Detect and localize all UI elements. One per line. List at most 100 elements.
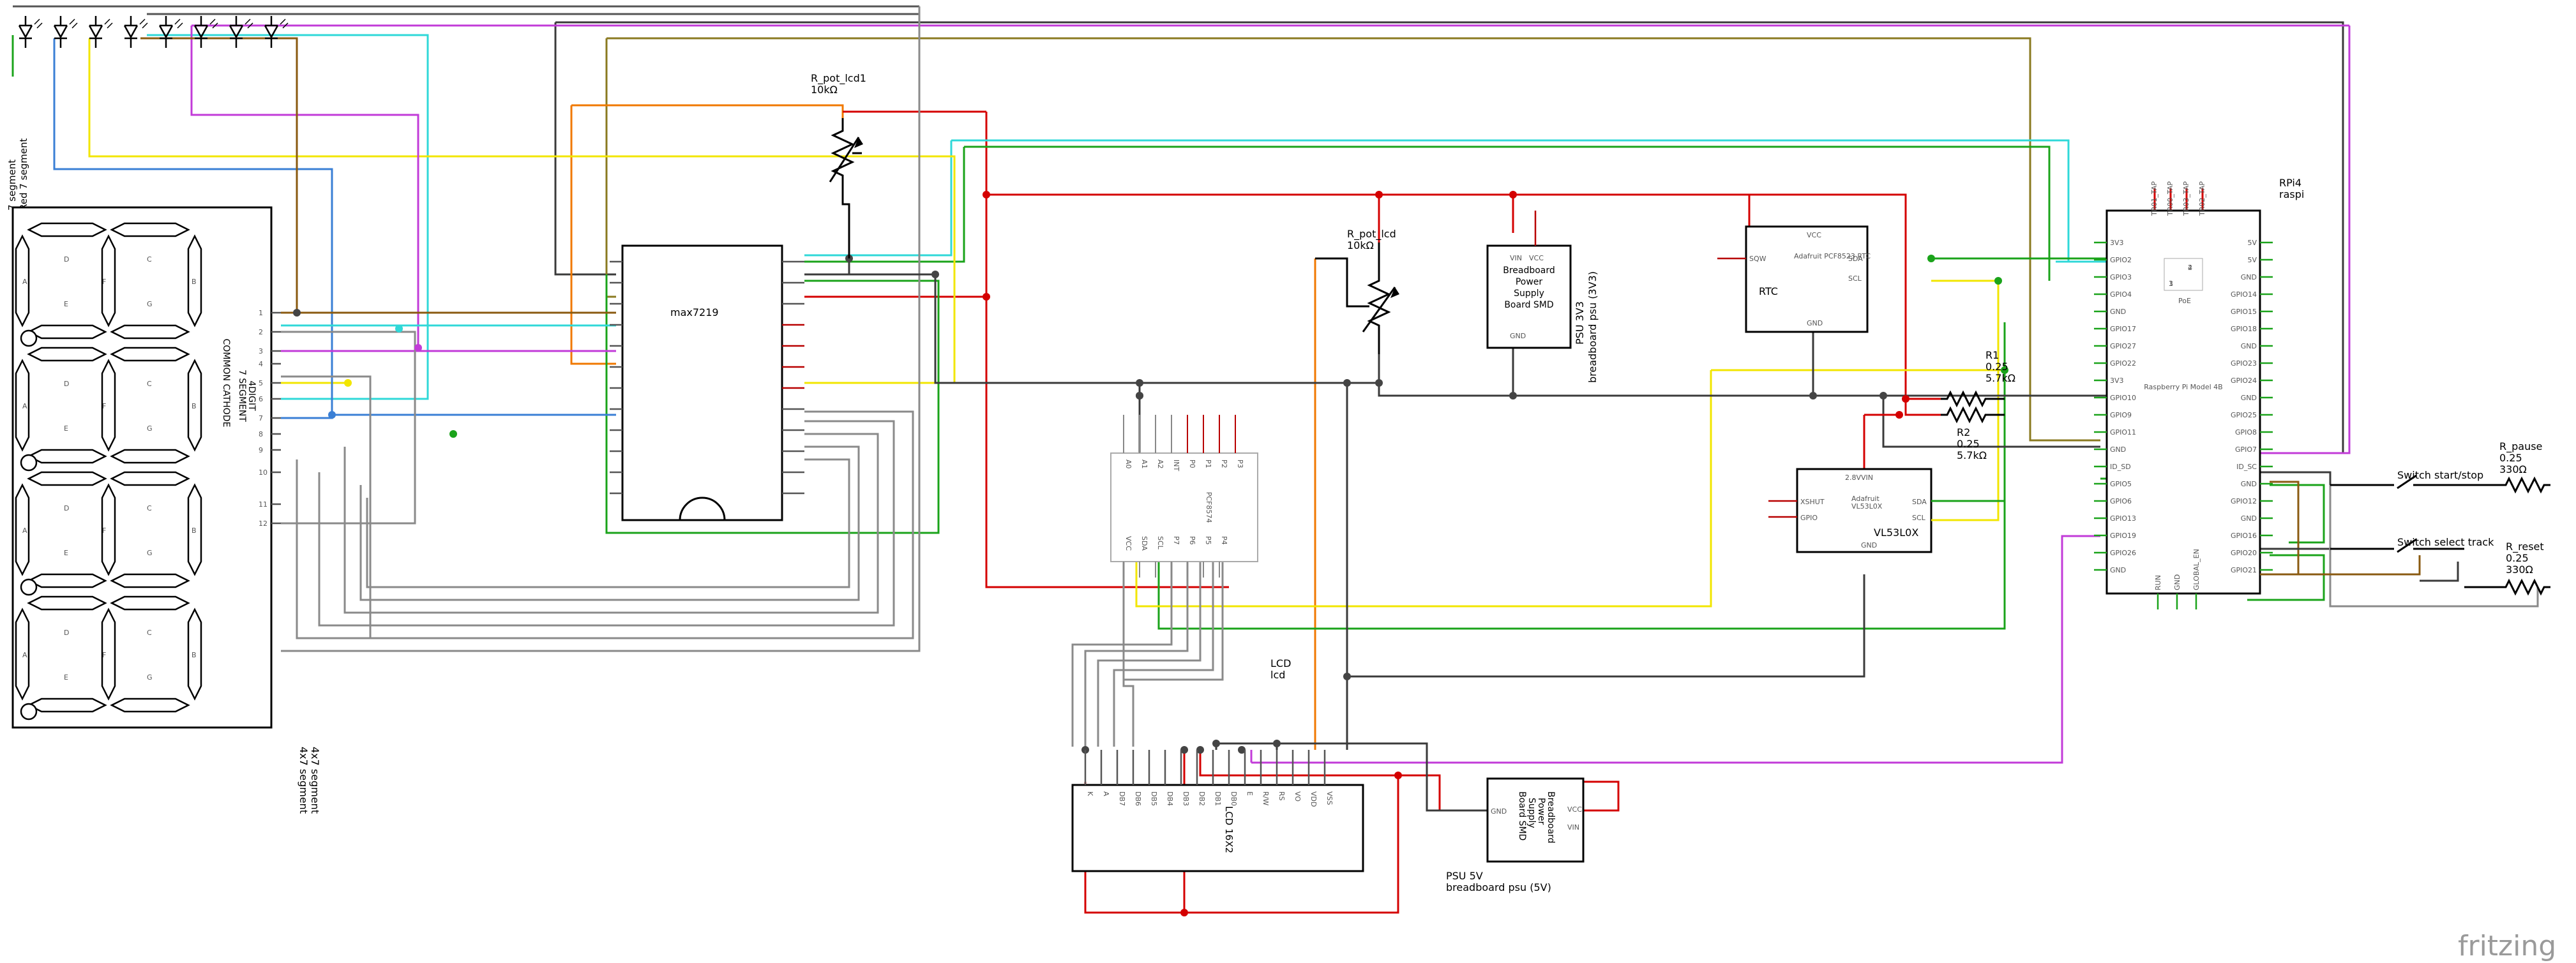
pcf-pin-label: P0 (1188, 459, 1196, 468)
rpi-left-pin-label: GPIO11 (2110, 428, 2136, 437)
segment-letter: A (22, 402, 27, 410)
pot2-value: 10kΩ (1347, 239, 1374, 251)
display-segment (15, 359, 30, 452)
svg-text:2.8V: 2.8V (1845, 474, 1861, 482)
pcf-pin-label: P2 (1220, 459, 1228, 468)
svg-text:VIN: VIN (1567, 823, 1579, 832)
display-segment (27, 347, 107, 362)
segment-letter: E (64, 424, 68, 433)
svg-text:GPIO: GPIO (1800, 514, 1818, 522)
raspberry-pi-4: RPi4 raspi Raspberry Pi Model 4B PoE 3V3… (2094, 177, 2304, 609)
svg-text:Switch start/stop: Switch start/stop (2397, 469, 2483, 481)
lcd-body (1071, 784, 1364, 872)
resistor-pause: R_pause 0.25 330Ω (2464, 440, 2550, 494)
rpi-right-pin-label: ID_SC (2236, 463, 2257, 471)
display-pin-number: 9 (259, 446, 263, 454)
pot-lcd1: R_pot_lcd1 10kΩ (811, 72, 866, 258)
lcd-pin-label: VDD (1309, 791, 1318, 807)
wire-layer (11, 5, 2539, 914)
rpi-left-pin-label: GPIO2 (2110, 256, 2132, 264)
segment-letter: B (192, 278, 197, 286)
pcf-pin-label: A2 (1156, 459, 1164, 469)
svg-text:SDA: SDA (1848, 255, 1863, 263)
rpi-left-pin-label: GPIO9 (2110, 411, 2132, 419)
display-segment (110, 471, 190, 486)
svg-text:R_reset: R_reset (2506, 541, 2544, 553)
led-light-arrow (139, 19, 148, 29)
display-segment (187, 359, 202, 452)
svg-text:VCC: VCC (1567, 805, 1582, 814)
rpi-right-pin-label: 5V (2247, 239, 2257, 247)
seven-segment-value: Red 7 segment (18, 138, 29, 211)
rpi-left-pin-label: GPIO27 (2110, 342, 2136, 350)
rpi-poe-number: 4 (2188, 264, 2192, 272)
lcd-pin-label: R/W (1262, 791, 1270, 805)
rpi-left-pin-label: GPIO17 (2110, 325, 2136, 333)
segment-letter: E (64, 300, 68, 308)
svg-text:Supply: Supply (1514, 288, 1544, 299)
display-pin-number: 4 (259, 360, 263, 368)
display-pin-number: 8 (259, 430, 263, 438)
rtc-module: RTC Adafruit PCF8523 RTC SQW VCC SDA SCL… (1717, 225, 1871, 333)
rpi-left-pin-label: ID_SD (2110, 463, 2131, 471)
rpi-left-pin-label: GND (2110, 308, 2126, 316)
rpi-right-pin-label: GPIO12 (2231, 497, 2257, 505)
segment-letter: D (64, 504, 69, 512)
svg-text:GND: GND (1861, 541, 1877, 549)
rpi-right-pin-label: GPIO23 (2231, 359, 2257, 368)
led-diode (158, 16, 174, 48)
rpi-top-pin-label: TR00_TAP (2166, 181, 2174, 216)
resistor-r2: R2 0.25 5.7kΩ (1941, 406, 2005, 461)
pot1-name: R_pot_lcd1 (811, 72, 866, 85)
seven-segment-leds: 7 segment Red 7 segment (6, 16, 289, 211)
rpi-left-pin-label: GPIO26 (2110, 549, 2136, 557)
rpi-right-pin-label: GPIO20 (2231, 549, 2257, 557)
rpi-right-pin-label: GND (2241, 342, 2257, 350)
display-name: 4x7 segment (298, 747, 310, 814)
led-diode (88, 16, 103, 48)
lcd-pin-label: A (1102, 791, 1110, 796)
pcf-pin-label: VCC (1124, 536, 1133, 551)
pcf-pin-label: A1 (1140, 459, 1149, 469)
svg-text:Adafruit PCF8523 RTC: Adafruit PCF8523 RTC (1794, 252, 1871, 260)
psu3v3-value: breadboard psu (3V3) (1586, 271, 1599, 383)
psu-3v3: Breadboard Power Supply Board SMD VIN VC… (1486, 211, 1599, 383)
svg-text:R2: R2 (1957, 426, 1970, 438)
pot-lcd: R_pot_lcd 10kΩ (1315, 228, 1399, 354)
led-light-arrow (104, 19, 113, 29)
rpi-right-pin-label: GPIO7 (2235, 445, 2257, 454)
rpi-right-pin-label: 5V (2247, 256, 2257, 264)
max7219-chip: max7219 (610, 244, 804, 521)
svg-text:raspi: raspi (2279, 188, 2304, 200)
lcd-pin-label: DB5 (1150, 791, 1158, 806)
svg-text:RPi4: RPi4 (2279, 177, 2301, 189)
psu-5v: Breadboard Power Supply Board SMD GND VC… (1446, 777, 1585, 893)
pcf-pin-label: SDA (1140, 536, 1149, 551)
display-segment (101, 234, 116, 327)
segment-letter: A (22, 651, 27, 659)
psu3v3-name: PSU 3V3 (1574, 301, 1586, 345)
svg-text:Board SMD: Board SMD (1517, 791, 1527, 840)
segment-letter: E (64, 549, 68, 557)
vl53l0x-module: VL53L0X Adafruit VL53L0X XSHUT GPIO VIN … (1768, 468, 2005, 553)
display-value: 4x7 segment (309, 747, 321, 814)
led-diode (53, 16, 68, 48)
rpi-left-pin-label: GPIO6 (2110, 497, 2132, 505)
display-segment (110, 222, 190, 237)
segment-letter: C (147, 380, 152, 388)
svg-text:VCC: VCC (1807, 231, 1821, 239)
pcf-pin-label: P6 (1188, 536, 1196, 545)
rpi-top-pin-label: TR02_TAP (2198, 181, 2206, 216)
display-segment (101, 483, 116, 576)
svg-text:SCL: SCL (1848, 274, 1862, 283)
lcd-pin-label: K (1086, 791, 1094, 796)
svg-text:Switch select track: Switch select track (2397, 536, 2494, 548)
lcd-pin-label: DB6 (1134, 791, 1142, 806)
svg-text:XSHUT: XSHUT (1800, 498, 1825, 506)
pcf-label: PCF8574 (1205, 492, 1213, 523)
switch-select-track: Switch select track (2260, 536, 2494, 582)
display-segment (110, 449, 190, 464)
rpi-left-pin-label: 3V3 (2110, 239, 2124, 247)
